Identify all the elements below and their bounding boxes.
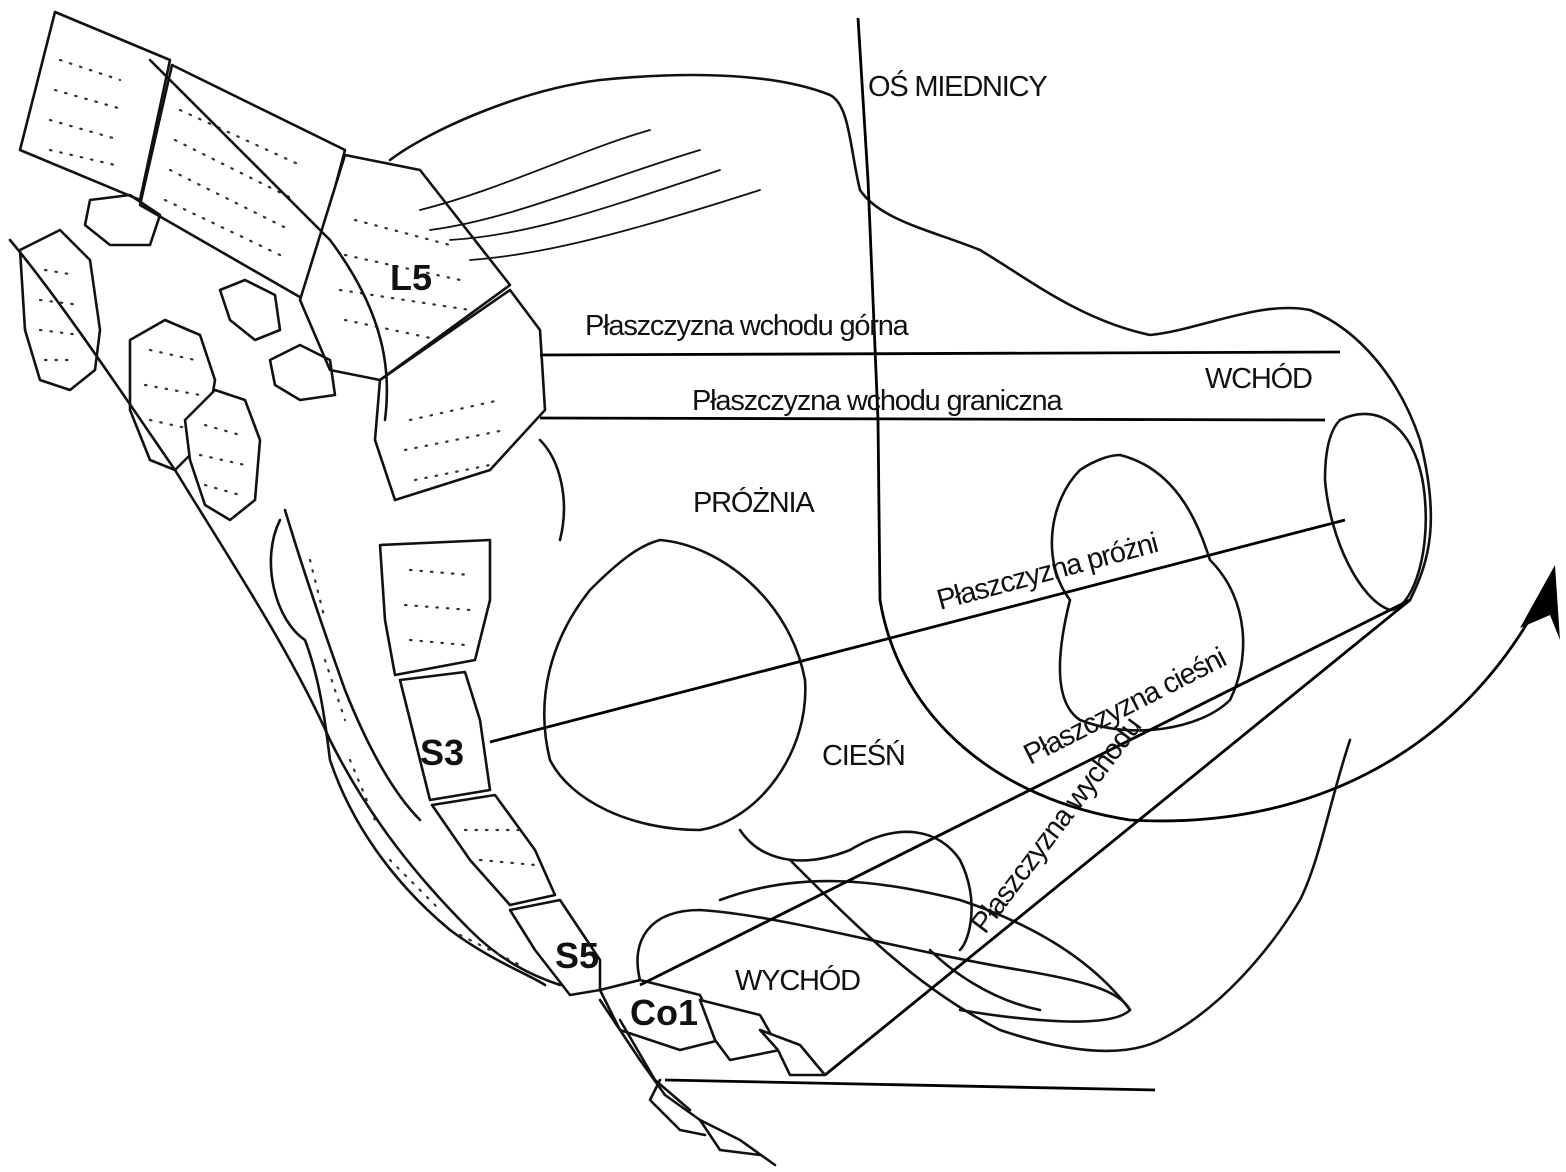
sacral-segment-s2 [380, 540, 490, 675]
obturator-foramen-left [544, 540, 805, 830]
cavity-label: PRÓŻNIA [693, 486, 815, 519]
cavity-plane-line [490, 520, 1345, 742]
s3-label: S3 [420, 732, 464, 773]
sacrum [375, 290, 825, 1165]
inlet-upper-plane-line [540, 352, 1340, 355]
co1-label: Co1 [630, 992, 698, 1033]
pelvic-axis-label: OŚ MIEDNICY [868, 69, 1047, 103]
planes [490, 352, 1410, 1090]
iliac-wing-outline [390, 75, 1431, 600]
inlet-upper-plane-label: Płaszczyzna wchodu górna [585, 310, 910, 342]
strait-label: CIEŚŃ [822, 738, 905, 772]
inlet-boundary-plane-label: Płaszczyzna wchodu graniczna [692, 385, 1063, 417]
vertebral-arch-3 [185, 390, 260, 520]
sacral-segment-s4 [432, 795, 555, 905]
coccyx-co2 [700, 1000, 780, 1060]
cavity-plane-label: Płaszczyzna próżni [934, 527, 1161, 617]
vertebral-arch-1 [20, 230, 100, 390]
outlet-label: WYCHÓD [735, 964, 860, 997]
inlet-label: WCHÓD [1205, 362, 1312, 395]
l5-label: L5 [390, 257, 432, 298]
pelvic-axis-arrowhead [1520, 565, 1560, 640]
acetabulum [1325, 414, 1426, 610]
outlet-base-line [665, 1080, 1155, 1090]
s5-label: S5 [555, 935, 599, 976]
inlet-boundary-plane-line [540, 418, 1325, 420]
labels: OŚ MIEDNICY Płaszczyzna wchodu górna Pła… [585, 69, 1312, 997]
